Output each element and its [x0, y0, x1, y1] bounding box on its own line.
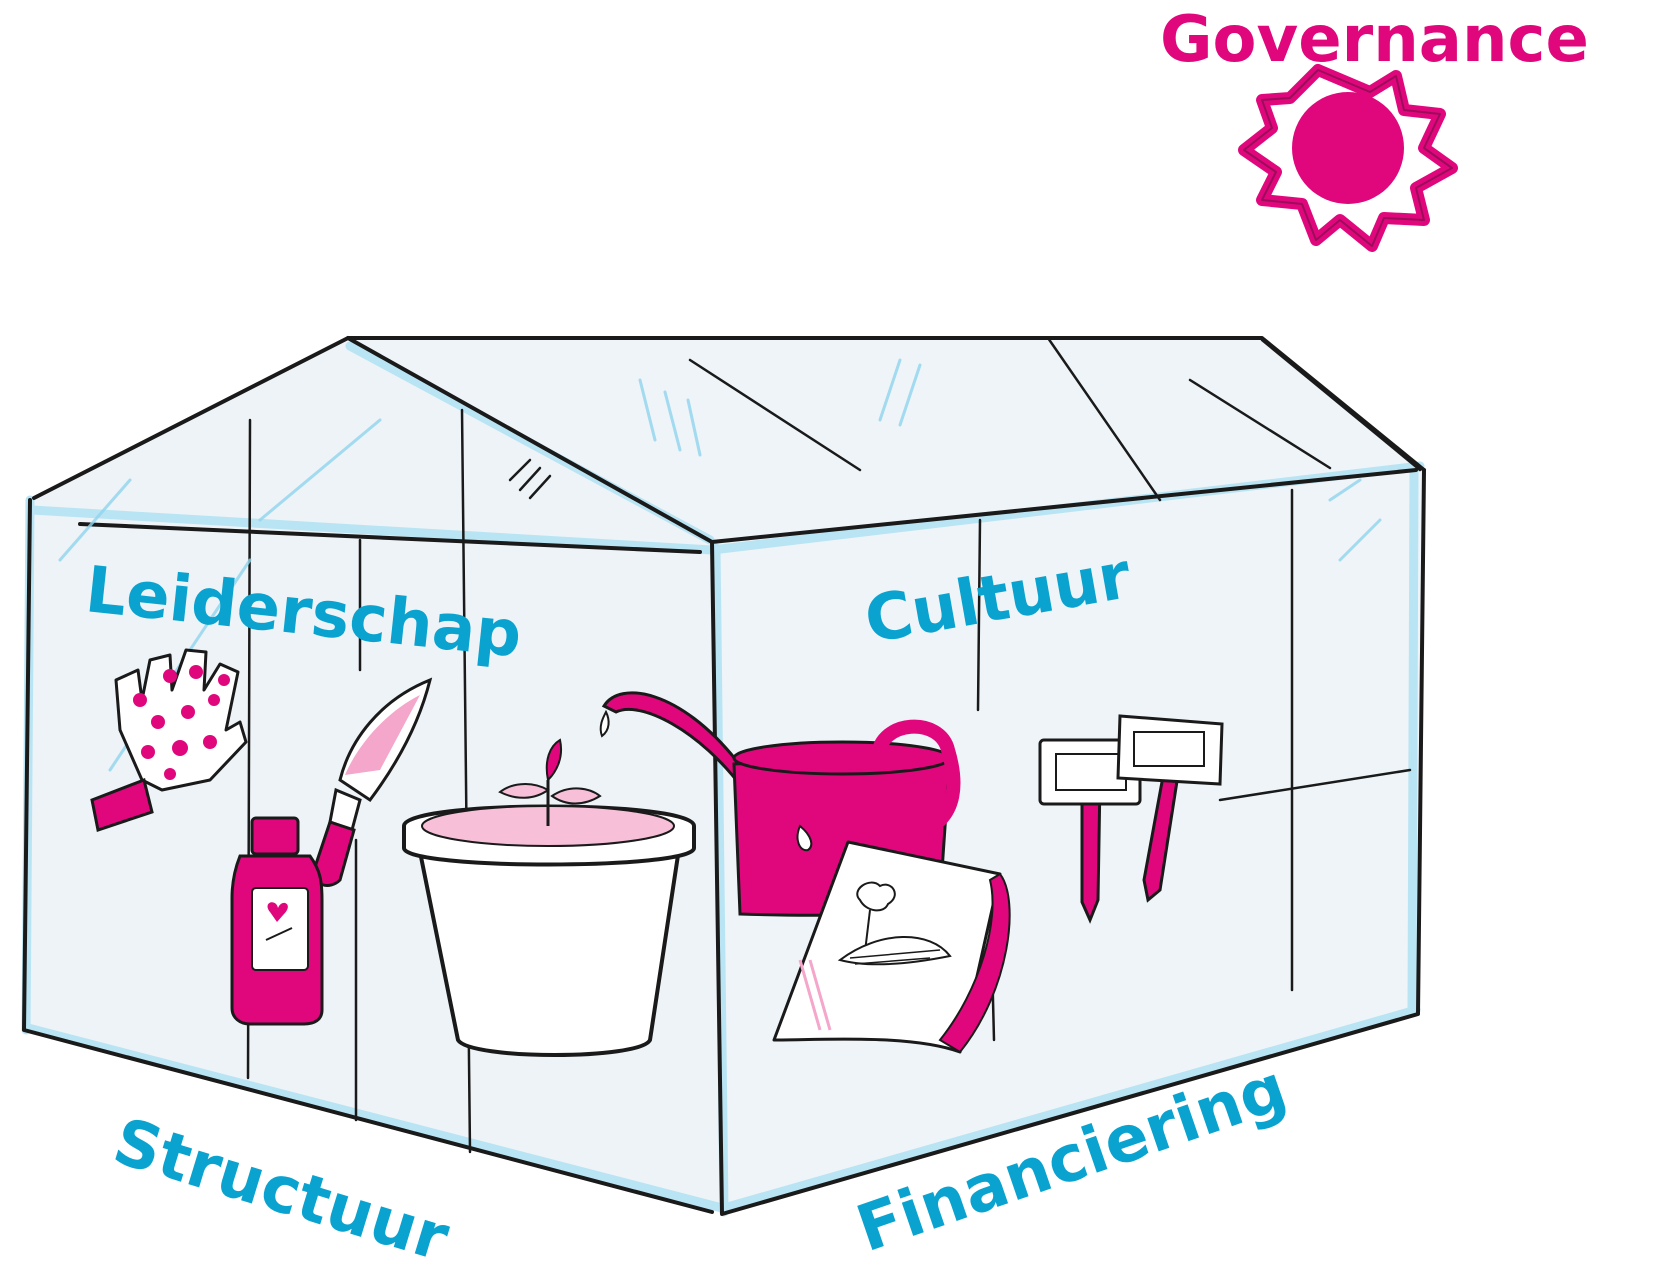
plant-pot-icon: [402, 709, 696, 1057]
gardening-glove-icon: [90, 648, 248, 832]
seed-packet-icon: [772, 840, 1011, 1054]
plant-marker-icon: [1038, 714, 1224, 924]
sun-icon: [1238, 64, 1458, 252]
garden-knife-icon: [312, 677, 433, 887]
label-governance: Governance: [1160, 3, 1589, 77]
bottle-icon: [230, 816, 324, 1026]
